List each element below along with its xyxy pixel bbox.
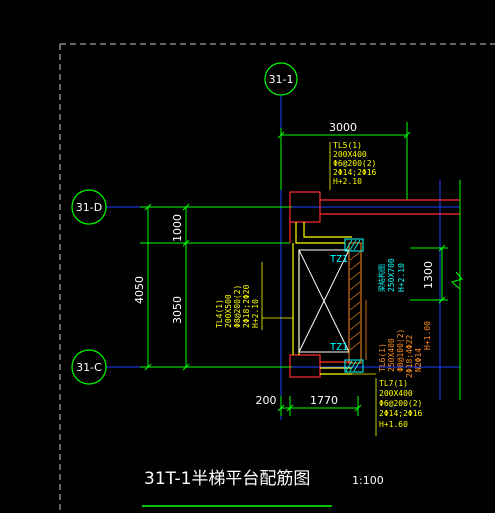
tl5-line-4: 2Φ14;2Φ16 bbox=[333, 168, 377, 177]
beam-annotation-tl6: TL6(1) 250X400 Φ8@100(2) 2Φ18;4Φ22 N2Φ14… bbox=[365, 300, 432, 378]
tl5-line-3: Φ6@200(2) bbox=[333, 159, 376, 168]
tl7-line-1: TL7(1) bbox=[379, 379, 408, 388]
axis-label-31-1: 31-1 bbox=[269, 73, 294, 86]
dimension-right-text: 1300 bbox=[422, 261, 435, 289]
tl7-line-2: 200X400 bbox=[379, 389, 413, 398]
axis-label-31-d: 31-D bbox=[76, 201, 102, 214]
hatched-beam bbox=[344, 238, 364, 373]
wall-outline-upper bbox=[289, 191, 460, 243]
tie-line-2: 250X700 bbox=[387, 258, 396, 292]
tie-line-1: 梁结构图 bbox=[377, 264, 386, 292]
tl4-line-3: Φ8@200(2) bbox=[233, 285, 242, 328]
tl7-line-4: 2Φ14;2Φ16 bbox=[379, 409, 423, 418]
tl6-line-1: TL6(1) bbox=[378, 343, 387, 372]
beam-annotation-tie: 梁结构图 250X700 H+2.10 bbox=[377, 258, 406, 292]
drawing-scale: 1:100 bbox=[352, 474, 384, 487]
tl6-line-2: 250X400 bbox=[387, 338, 396, 372]
dimension-top bbox=[277, 122, 411, 200]
dimension-left bbox=[140, 203, 292, 371]
drawing-title: 31T-1半梯平台配筋图 bbox=[144, 469, 310, 489]
tl7-line-5: H+1.60 bbox=[379, 420, 408, 429]
beam-annotation-tl5: TL5(1) 200X400 Φ6@200(2) 2Φ14;2Φ16 H+2.1… bbox=[329, 141, 377, 190]
tl6-line-4: 2Φ18;4Φ22 bbox=[405, 334, 414, 378]
beam-annotation-tl7: TL7(1) 200X400 Φ6@200(2) 2Φ14;2Φ16 H+1.6… bbox=[352, 373, 423, 436]
dimension-top-text: 3000 bbox=[329, 121, 357, 134]
tl5-line-2: 200X400 bbox=[333, 150, 367, 159]
tie-line-3: H+2.10 bbox=[397, 263, 406, 292]
tl4-line-1: TL4(1) bbox=[215, 299, 224, 328]
axis-label-31-c: 31-C bbox=[76, 361, 102, 374]
dimension-right bbox=[410, 180, 463, 400]
tl4-line-5: H+2.10 bbox=[251, 299, 260, 328]
stair-opening bbox=[298, 249, 350, 353]
dimension-left-lower: 3050 bbox=[171, 296, 184, 324]
tl6-line-5: N2Φ14 bbox=[414, 348, 423, 372]
axis-bubble-31-1: 31-1 bbox=[264, 62, 298, 96]
tl5-line-5: H+2.10 bbox=[333, 177, 362, 186]
axis-bubble-31-d: 31-D bbox=[71, 189, 107, 225]
tl6-line-3: Φ8@100(2) bbox=[396, 329, 405, 372]
dimension-bottom-width: 1770 bbox=[310, 394, 338, 407]
tl7-line-3: Φ6@200(2) bbox=[379, 399, 422, 408]
tl4-line-2: 200X500 bbox=[224, 294, 233, 328]
dimension-bottom bbox=[277, 396, 362, 416]
tl4-line-4: 2Φ18;2Φ20 bbox=[242, 284, 251, 328]
dimension-left-upper: 1000 bbox=[171, 214, 184, 242]
column-label-upper: TZ1 bbox=[330, 254, 348, 265]
axis-bubble-31-c: 31-C bbox=[71, 349, 107, 385]
dimension-left-total: 4050 bbox=[133, 276, 146, 304]
wall-outline-lower bbox=[289, 354, 352, 378]
tl5-line-1: TL5(1) bbox=[333, 141, 362, 150]
tl6-line-6: H+1.00 bbox=[423, 321, 432, 350]
column-label-lower: TZ1 bbox=[330, 342, 348, 353]
beam-annotation-tl4: TL4(1) 200X500 Φ8@200(2) 2Φ18;2Φ20 H+2.1… bbox=[215, 262, 293, 330]
dimension-bottom-offset: 200 bbox=[256, 394, 277, 407]
